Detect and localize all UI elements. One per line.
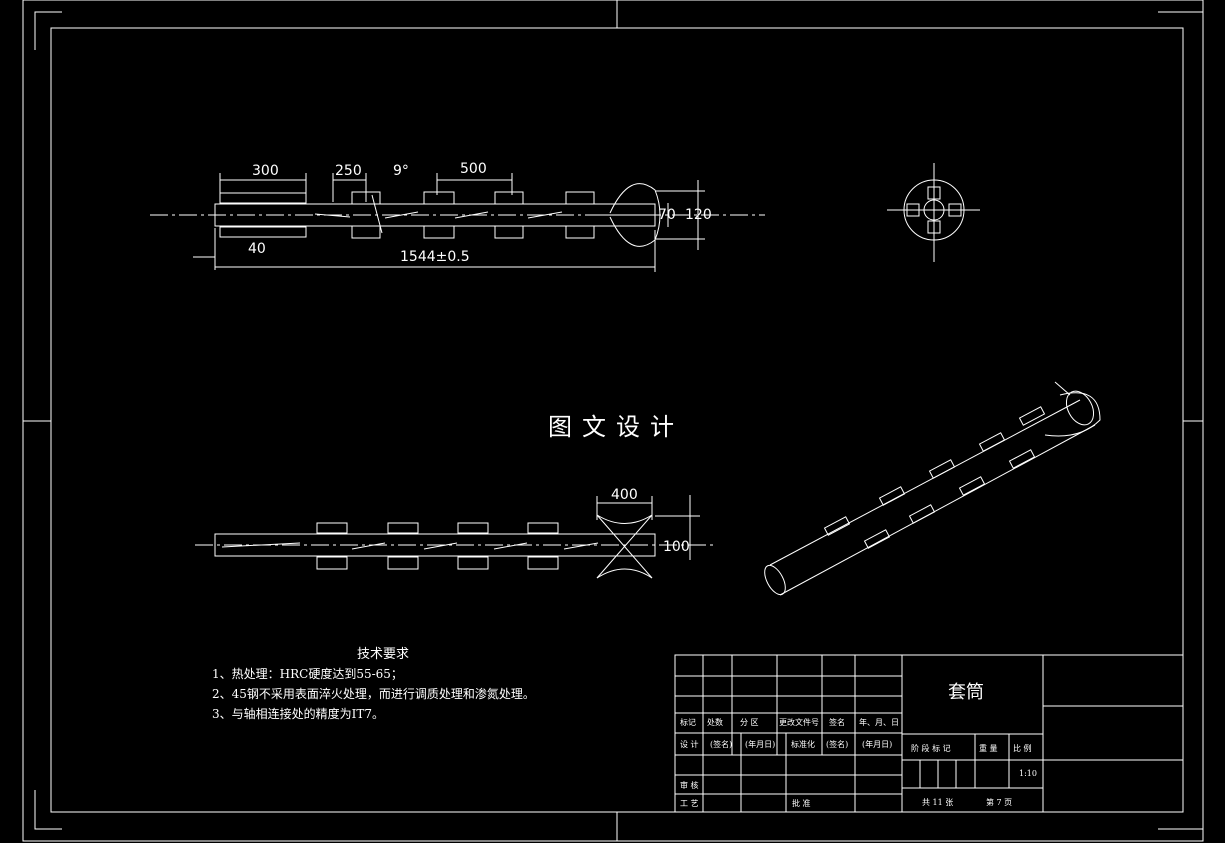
standard-label: 标准化 — [791, 740, 815, 749]
review-label: 审 核 — [680, 781, 699, 790]
sheet-number: 第 7 页 — [986, 798, 1013, 807]
tech-req-item-3: 3、与轴相连接处的精度为IT7。 — [212, 707, 385, 721]
tech-req-item-1: 1、热处理：HRC硬度达到55-65； — [212, 667, 403, 681]
scale-header: 比 例 — [1013, 744, 1032, 753]
design-label: 设 计 — [680, 740, 699, 749]
dim-500: 500 — [460, 161, 487, 177]
dim-70: 70 — [658, 207, 676, 223]
weight-header: 重 量 — [979, 744, 998, 753]
end-view — [887, 163, 980, 262]
approve-label: 批 准 — [792, 799, 811, 808]
dim-250: 250 — [335, 163, 362, 179]
title-block-grid — [674, 654, 1184, 813]
sheets-total: 共 11 张 — [922, 798, 954, 807]
dim-total-length: 1544±0.5 — [400, 249, 470, 265]
rev-header-date: 年、月、日 — [859, 718, 899, 727]
stage-mark-header: 阶 段 标 记 — [911, 744, 951, 753]
tech-req-title: 技术要求 — [357, 647, 410, 662]
standard-date: (年月日) — [862, 740, 893, 749]
top-view — [150, 173, 765, 272]
part-name: 套筒 — [948, 682, 984, 703]
design-sign: (签名) — [710, 740, 733, 749]
rev-header-mark: 标记 — [680, 718, 696, 727]
tech-req-item-2: 2、45钢不采用表面淬火处理，而进行调质处理和渗氮处理。 — [212, 687, 535, 701]
rev-header-zone: 分 区 — [740, 718, 759, 727]
standard-sign: (签名) — [826, 740, 849, 749]
watermark-text: 图文设计 — [548, 413, 684, 441]
rev-header-sign: 签名 — [829, 718, 845, 727]
rev-header-doc: 更改文件号 — [779, 718, 819, 727]
process-label: 工 艺 — [680, 799, 699, 808]
dim-40: 40 — [248, 241, 266, 257]
dim-100: 100 — [663, 539, 690, 555]
isometric-view — [764, 381, 1101, 596]
bottom-view — [195, 495, 715, 579]
rev-header-count: 处数 — [707, 718, 723, 727]
dim-300: 300 — [252, 163, 279, 179]
dim-angle: 9° — [393, 163, 409, 179]
scale-value: 1:10 — [1019, 769, 1037, 778]
dim-120: 120 — [685, 207, 712, 223]
dim-400: 400 — [611, 487, 638, 503]
design-date: (年月日) — [745, 740, 776, 749]
